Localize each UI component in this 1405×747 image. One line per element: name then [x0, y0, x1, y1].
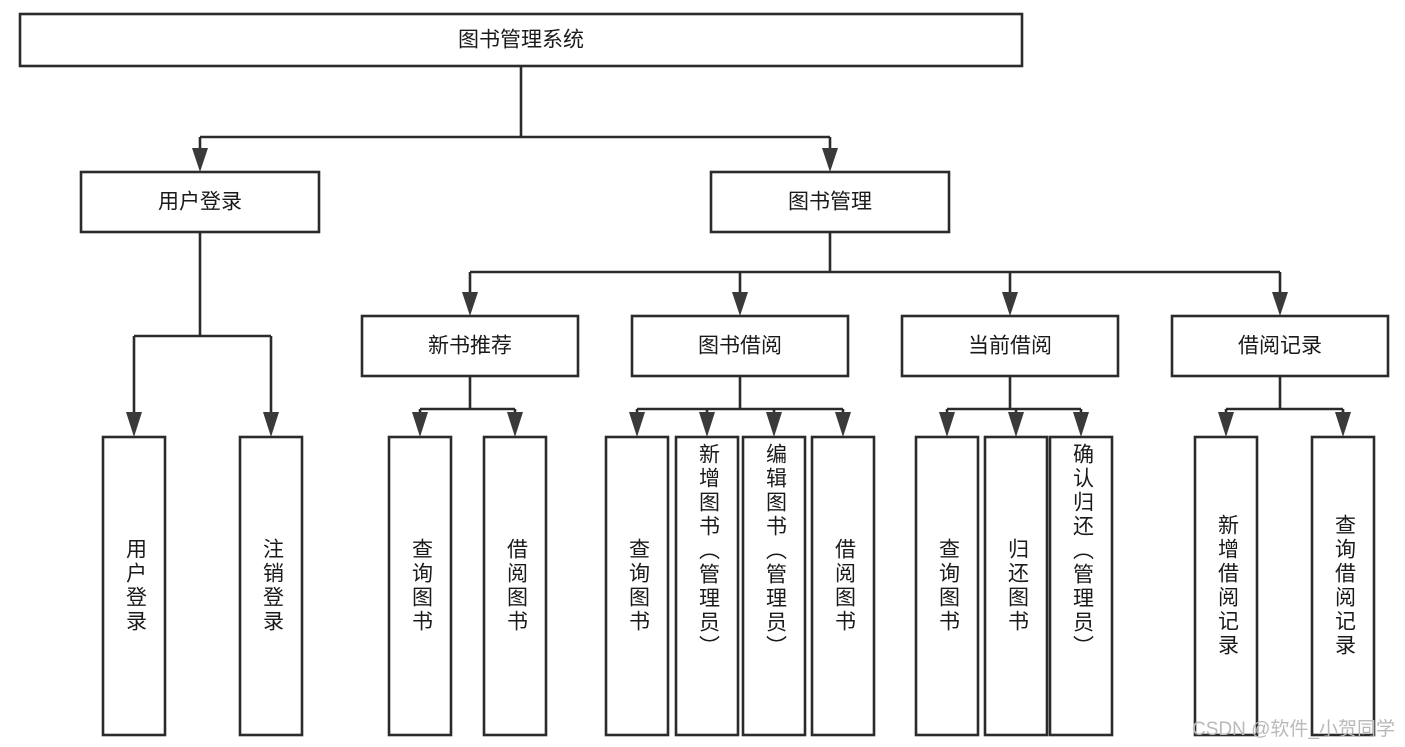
arrow-head-leaf-query-book-b: [629, 412, 645, 437]
leaf-box-add-borrow-record[interactable]: [1193, 435, 1259, 737]
arrow-head-leaf-logout: [263, 412, 279, 437]
node-root-system-label: 图书管理系统: [458, 29, 584, 52]
node-borrow-record[interactable]: 借阅记录: [1170, 314, 1390, 378]
node-borrow-record-label: 借阅记录: [1238, 335, 1322, 358]
arrow-head-leaf-query-book-a: [412, 412, 428, 437]
arrow-head-to-new-book-rec: [462, 292, 478, 316]
node-book-borrow[interactable]: 图书借阅: [630, 314, 850, 378]
connector-group-book-manage: [462, 232, 1288, 316]
node-root-system[interactable]: 图书管理系统: [18, 12, 1024, 68]
leaf-box-borrow-book-a[interactable]: [482, 435, 548, 737]
connector-group-new-book-rec: [412, 376, 523, 437]
node-user-login-label: 用户登录: [158, 191, 242, 214]
leaf-box-return-book[interactable]: [983, 435, 1049, 737]
arrow-head-leaf-edit-book: [766, 412, 782, 437]
leaf-box-add-book-admin[interactable]: [674, 435, 740, 737]
node-book-management[interactable]: 图书管理: [709, 170, 951, 234]
node-new-book-recommend-label: 新书推荐: [428, 335, 512, 358]
node-new-book-recommend[interactable]: 新书推荐: [360, 314, 580, 378]
node-current-borrow[interactable]: 当前借阅: [900, 314, 1120, 378]
arrow-head-to-book-borrow: [732, 292, 748, 316]
node-current-borrow-box[interactable]: [900, 314, 1120, 378]
watermark-text: CSDN @软件_小贺同学: [1192, 719, 1395, 740]
connector-group-book-borrow: [629, 376, 851, 437]
leaf-box-query-borrow-record[interactable]: [1310, 435, 1376, 737]
leaf-box-logout[interactable]: [238, 435, 304, 737]
leaf-box-borrow-book-b[interactable]: [810, 435, 876, 737]
node-book-borrow-box[interactable]: [630, 314, 850, 378]
arrow-head-leaf-borrow-book-b: [835, 412, 851, 437]
node-book-management-label: 图书管理: [788, 191, 872, 214]
node-current-borrow-label: 当前借阅: [968, 335, 1052, 358]
arrow-head-leaf-query-book-c: [939, 412, 955, 437]
leaf-box-query-book-c[interactable]: [914, 435, 980, 737]
arrow-head-leaf-return-book: [1008, 412, 1024, 437]
node-user-login-box[interactable]: [79, 170, 321, 234]
leaf-box-query-book-a[interactable]: [387, 435, 453, 737]
arrow-head-to-book-manage: [822, 148, 838, 172]
node-user-login[interactable]: 用户登录: [79, 170, 321, 234]
node-borrow-record-box[interactable]: [1170, 314, 1390, 378]
node-book-management-box[interactable]: [709, 170, 951, 234]
arrow-head-leaf-query-record: [1335, 412, 1351, 437]
leaf-box-query-book-b[interactable]: [604, 435, 670, 737]
arrow-head-to-user-login: [192, 148, 208, 172]
arrow-head-to-current-borrow: [1002, 292, 1018, 316]
node-root-system-box[interactable]: [18, 12, 1024, 68]
connector-group-borrow-record: [1218, 376, 1351, 437]
arrow-head-leaf-add-book: [699, 412, 715, 437]
node-book-borrow-label: 图书借阅: [698, 335, 782, 358]
leaf-box-confirm-return-admin[interactable]: [1048, 435, 1114, 737]
leaf-box-user-login[interactable]: [101, 435, 167, 737]
connector-group-current-borrow: [939, 376, 1089, 437]
arrow-head-to-borrow-record: [1272, 292, 1288, 316]
connector-group-user-login: [126, 232, 279, 437]
arrow-head-leaf-user-login: [126, 412, 142, 437]
leaf-box-edit-book-admin[interactable]: [741, 435, 807, 737]
arrow-head-leaf-add-record: [1218, 412, 1234, 437]
connector-group-root: [192, 66, 838, 172]
node-new-book-recommend-box[interactable]: [360, 314, 580, 378]
arrow-head-leaf-borrow-book-a: [507, 412, 523, 437]
arrow-head-leaf-confirm-return: [1073, 412, 1089, 437]
